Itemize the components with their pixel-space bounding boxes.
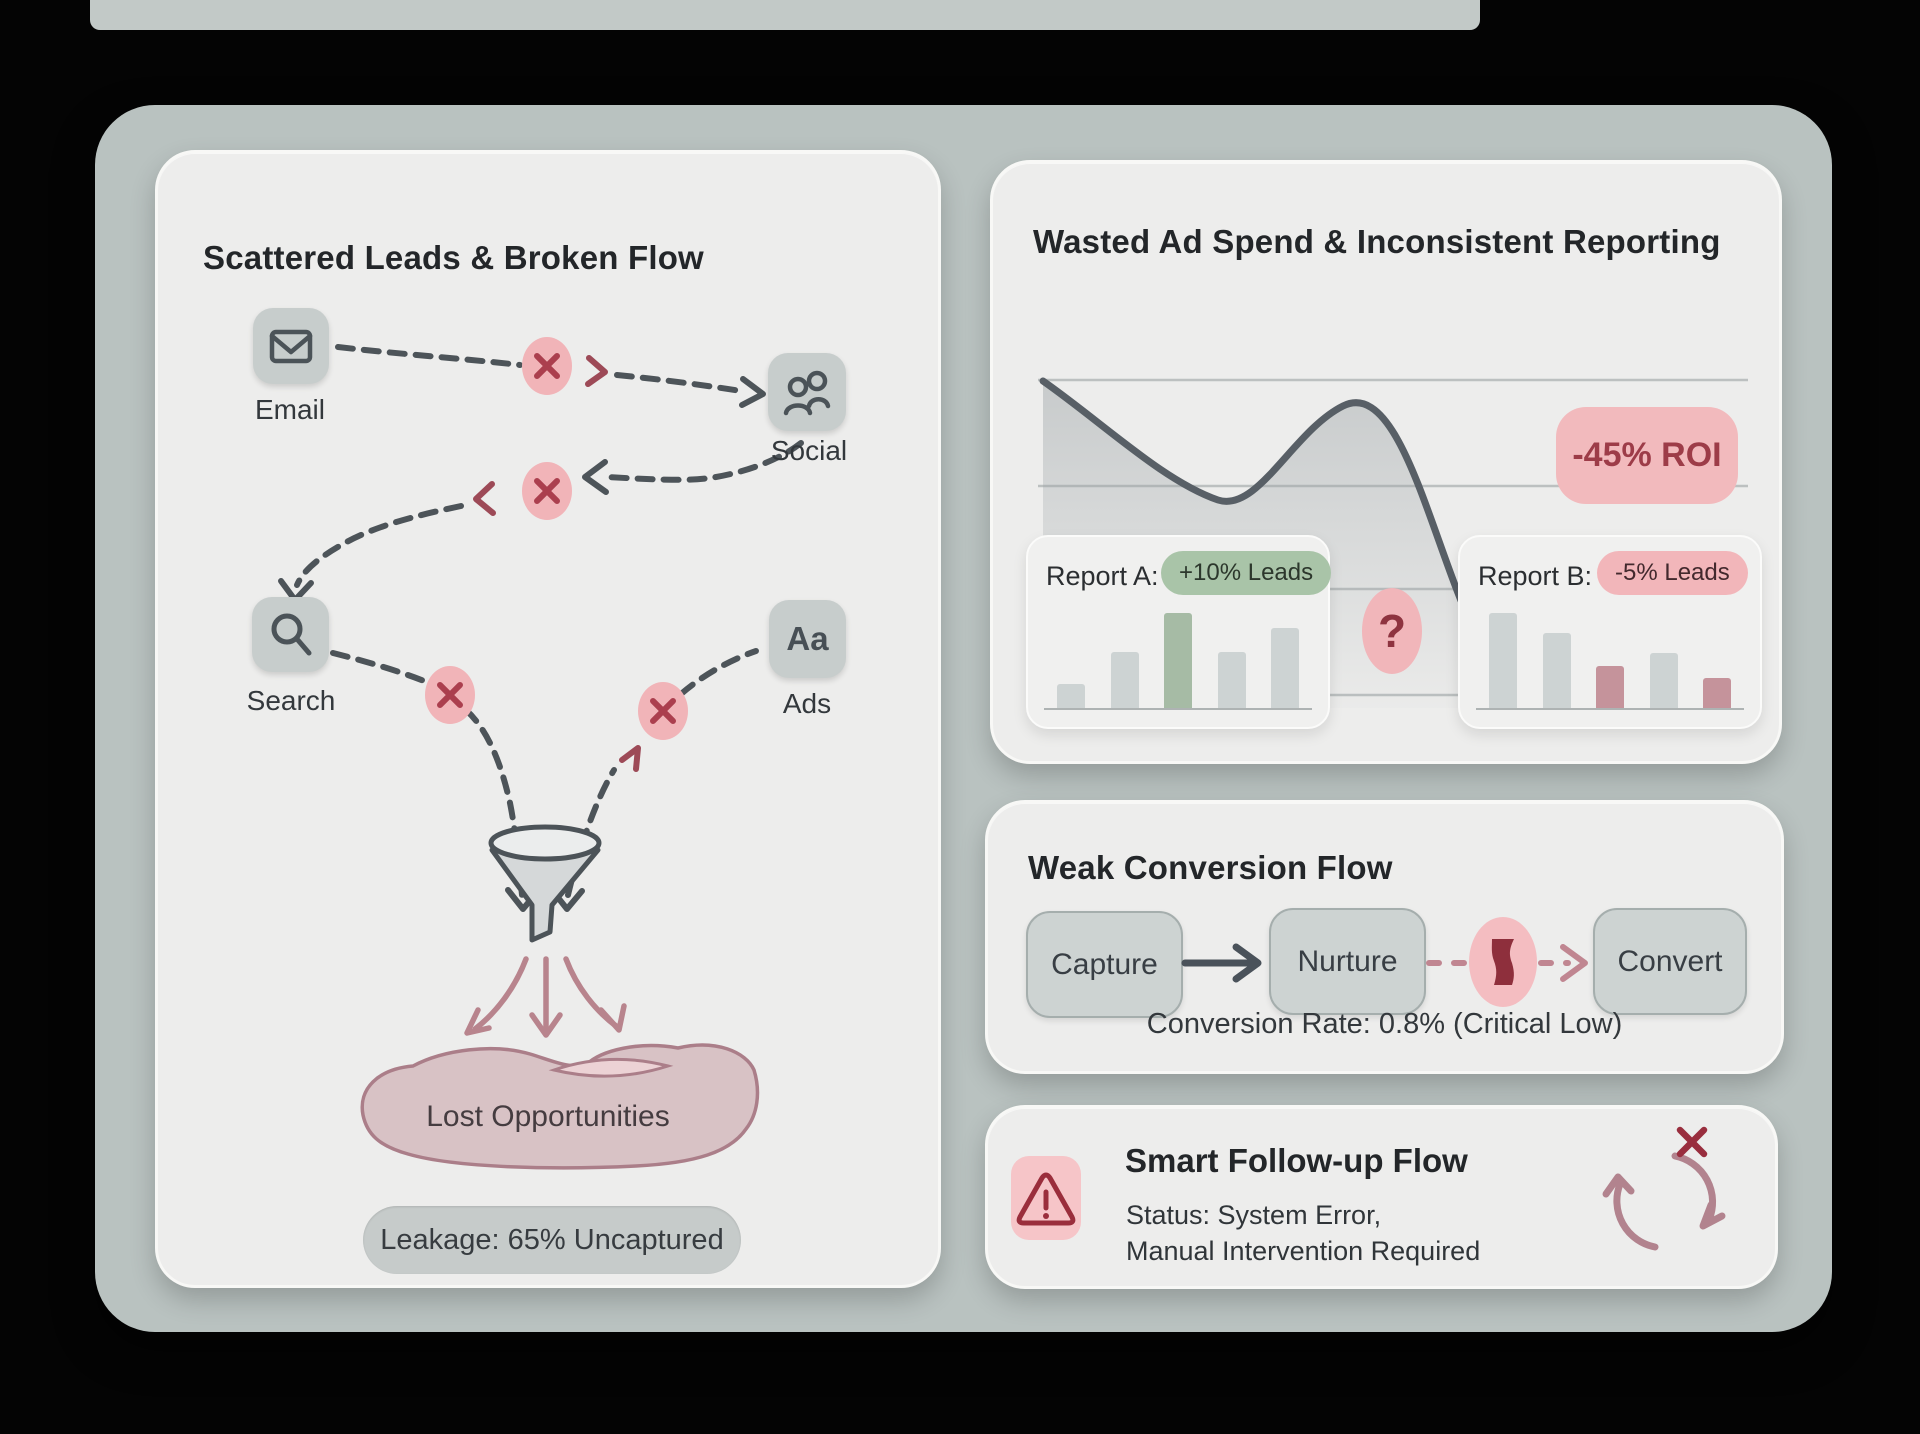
panel-weak-conversion: Weak Conversion Flow Capture Nurture Con… bbox=[985, 800, 1784, 1074]
report-bar bbox=[1110, 652, 1139, 708]
envelope-icon bbox=[269, 329, 313, 364]
roi-badge: -45% ROI bbox=[1556, 407, 1738, 504]
report-b-title: Report B: bbox=[1478, 561, 1593, 591]
email-node-tile bbox=[253, 308, 329, 384]
arrowhead-left-icon bbox=[582, 459, 609, 495]
x-badge-icon bbox=[425, 666, 475, 724]
solid-arrow-icon bbox=[1181, 943, 1262, 983]
social-node-tile bbox=[768, 353, 846, 431]
report-b-badge: -5% Leads bbox=[1597, 551, 1748, 595]
chevron-left-icon bbox=[473, 481, 496, 516]
typography-icon: Aa bbox=[786, 620, 829, 657]
x-mark-icon bbox=[1676, 1126, 1708, 1158]
status-line: Manual Intervention Required bbox=[1126, 1236, 1481, 1266]
x-badge-icon bbox=[638, 682, 688, 740]
report-b-card: Report B: -5% Leads bbox=[1458, 535, 1762, 729]
leakage-stat-pill: Leakage: 65% Uncaptured bbox=[363, 1206, 741, 1274]
magnifier-icon bbox=[271, 613, 312, 656]
report-bar bbox=[1542, 633, 1571, 708]
blocked-x-badges bbox=[425, 337, 688, 740]
lost-opportunities-label: Lost Opportunities bbox=[426, 1100, 670, 1133]
broken-sync-loop-icon bbox=[1602, 1126, 1726, 1251]
status-line: Status: System Error, bbox=[1126, 1200, 1382, 1230]
funnel-icon bbox=[488, 824, 602, 943]
x-badge-icon bbox=[522, 462, 572, 520]
report-a-bars bbox=[1028, 537, 1328, 727]
report-bar bbox=[1164, 613, 1192, 708]
report-a-title: Report A: bbox=[1046, 561, 1159, 591]
report-bar bbox=[1649, 653, 1678, 708]
email-label: Email bbox=[254, 394, 325, 425]
question-mark-badge: ? bbox=[1362, 588, 1422, 674]
convert-step-pill: Convert bbox=[1593, 908, 1747, 1015]
arrowhead-right-icon bbox=[739, 376, 766, 408]
ads-label: Ads bbox=[782, 688, 832, 719]
panel-smart-followup: Smart Follow-up Flow Status: System Erro… bbox=[985, 1105, 1778, 1289]
blob-lens-detail bbox=[548, 1057, 674, 1078]
x-badge-icon bbox=[522, 337, 572, 395]
chevron-right-icon bbox=[585, 355, 608, 387]
report-bar bbox=[1271, 628, 1299, 708]
people-icon bbox=[783, 370, 831, 416]
panel-wasted-ad-spend: Wasted Ad Spend & Inconsistent Reporting… bbox=[990, 160, 1782, 764]
bottleneck-icon bbox=[1469, 917, 1537, 1007]
conversion-flow-connectors bbox=[1181, 917, 1588, 1007]
panel-title: Smart Follow-up Flow bbox=[1125, 1142, 1468, 1179]
panel-title: Wasted Ad Spend & Inconsistent Reporting bbox=[1033, 223, 1721, 260]
report-a-badge: +10% Leads bbox=[1161, 551, 1332, 595]
lost-opportunities-blob bbox=[360, 1043, 760, 1170]
report-b-bars bbox=[1460, 537, 1760, 727]
report-bar bbox=[1057, 684, 1085, 708]
report-bar bbox=[1489, 613, 1517, 708]
report-bar bbox=[1217, 652, 1246, 708]
arrowhead-up-right-icon bbox=[619, 745, 641, 772]
report-a-card: Report A: +10% Leads bbox=[1026, 535, 1332, 729]
report-b-baseline bbox=[1476, 708, 1744, 710]
broken-flow-diagram bbox=[278, 337, 804, 1170]
leak-arrows bbox=[464, 956, 627, 1038]
report-bar bbox=[1596, 666, 1624, 708]
panel-title: Scattered Leads & Broken Flow bbox=[203, 239, 704, 276]
ads-node-tile: Aa bbox=[769, 600, 846, 678]
search-node-tile bbox=[252, 597, 329, 672]
conversion-rate-caption: Conversion Rate: 0.8% (Critical Low) bbox=[1146, 1008, 1623, 1040]
pink-arrowhead-icon bbox=[1560, 944, 1588, 982]
report-a-baseline bbox=[1044, 708, 1312, 710]
report-bar bbox=[1703, 678, 1731, 708]
social-label: Social bbox=[770, 435, 848, 466]
warning-tile bbox=[1011, 1156, 1081, 1240]
search-label: Search bbox=[246, 685, 336, 716]
warning-triangle-icon bbox=[1016, 1172, 1076, 1226]
panel-title: Weak Conversion Flow bbox=[1028, 849, 1393, 886]
nurture-step-pill: Nurture bbox=[1269, 908, 1426, 1015]
frame-top-strip bbox=[90, 0, 1480, 30]
broken-link-chevrons bbox=[473, 355, 641, 772]
panel-scattered-leads: Scattered Leads & Broken Flow bbox=[155, 150, 941, 1288]
broken-dashed-connector bbox=[1426, 944, 1588, 982]
